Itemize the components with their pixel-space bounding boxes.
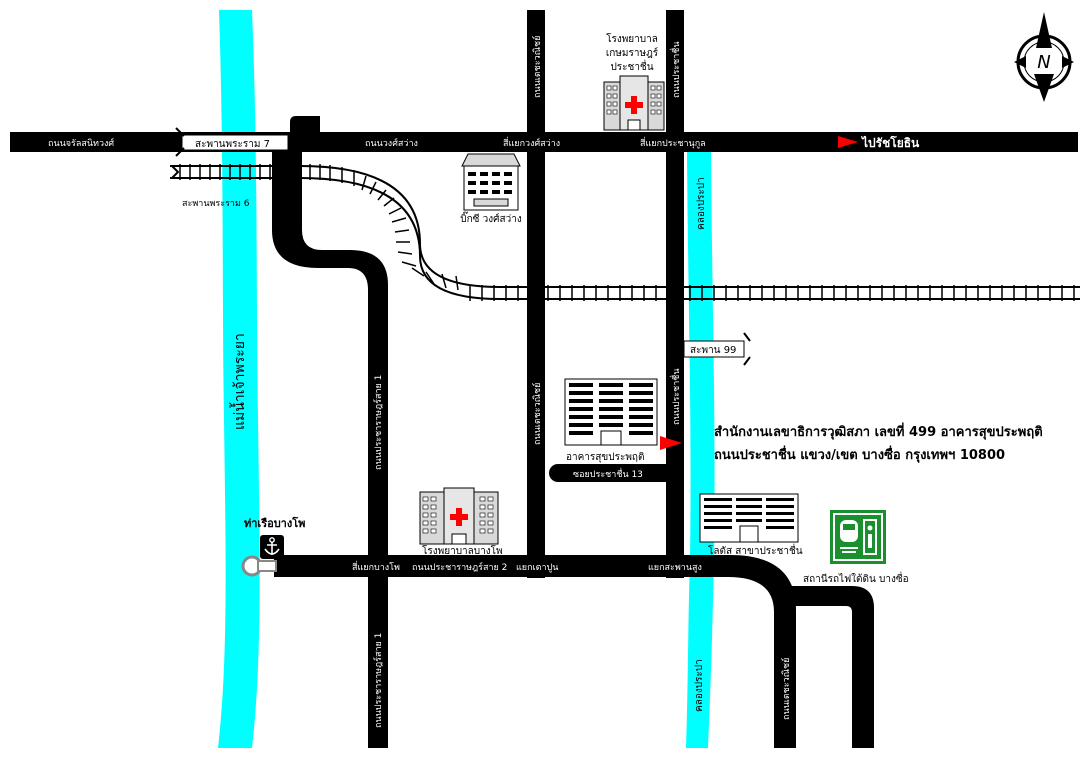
junction-label-prachanukul: สี่แยกประชานุกูล [640,136,706,149]
red-flag-icon [660,436,682,450]
road-label-charan: ถนนจรัลสนิทวงศ์ [48,137,114,149]
railway [170,164,1080,301]
mall-building-icon [461,153,521,211]
address-block: สำนักงานเลขาธิการวุฒิสภา เลขที่ 499 อาคา… [714,421,1074,467]
road-label-techawanit-mid: ถนนเตชะวณิชย์ [531,383,543,445]
junction-label-sapansung: แยกสะพานสูง [648,563,702,573]
canal-label-bottom: คลองประปา [694,659,705,712]
lotus-building-icon [699,493,799,543]
label-hospital-top-2: เกษมราษฎร์ [606,47,659,59]
bridge-label-99: สะพาน 99 [690,345,736,356]
road-label-prachachuen-top: ถนนประชาชื่น [669,41,682,98]
hospital-building-icon [603,75,665,131]
compass-north-icon: N [1014,12,1074,102]
road-label-soi13: ซอยประชาชื่น 13 [573,467,643,480]
rama7-bridge [175,127,297,157]
compass-label: N [1037,52,1050,73]
label-target-building: อาคารสุขประพฤติ [566,452,644,463]
junction-label-wongsawang: สี่แยกวงศ์สว่าง [503,136,560,149]
bridge-label-rama7: สะพานพระราม 7 [195,139,270,150]
river-label-chao-phraya: แม่น้ำเจ้าพระยา [229,333,248,430]
label-lotus: โลตัส สาขาประชาชื่น [708,543,803,557]
road-label-techawanit-bottom: ถนนเตชะวณิชย์ [780,658,792,720]
address-line-2: ถนนประชาชื่น แขวง/เขต บางซื่อ กรุงเทพฯ 1… [714,448,1006,463]
road-label-pracharat1-bottom: ถนนประชาราษฎร์สาย 1 [372,633,384,728]
anchor-icon [260,535,284,559]
junction-label-taopun: แยกเตาปูน [516,563,558,573]
label-pier: ท่าเรือบางโพ [244,516,305,530]
road-label-ratchayothin: ไปรัชโยธิน [860,135,920,150]
label-hospital-bangpho: โรงพยาบาลบางโพ [422,544,503,557]
address-line-1: สำนักงานเลขาธิการวุฒิสภา เลขที่ 499 อาคา… [714,425,1043,440]
office-building-icon [564,378,658,446]
road-label-wongsawang: ถนนวงศ์สว่าง [365,137,418,149]
label-hospital-top-3: ประชาชื่น [610,59,653,73]
road-label-pracharat2: ถนนประชาราษฎร์สาย 2 [412,561,507,573]
bridge-label-rama6: สะพานพระราม 6 [182,199,250,209]
bridge-99 [683,332,751,366]
train-station-icon [830,510,886,564]
prapa-canal [686,150,715,748]
roads [10,10,1078,748]
pier-walkway [257,560,277,572]
label-hospital-top-1: โรงพยาบาล [606,32,658,45]
label-bigc: บิ๊กซี วงศ์สว่าง [460,211,522,225]
road-label-techawanit-top: ถนนเตชะวณิชย์ [531,36,543,98]
canal-label-top: คลองประปา [696,177,707,230]
hospital-bangpho-icon [419,487,499,545]
road-label-prachachuen-mid: ถนนประชาชื่น [669,368,682,425]
road-label-pracharat1-top: ถนนประชาราษฎร์สาย 1 [372,375,384,470]
junction-label-bangpho: สี่แยกบางโพ [352,560,400,573]
label-station: สถานีรถไฟใต้ดิน บางซื่อ [803,571,909,585]
red-flag-icon-ratchayothin [838,136,858,148]
